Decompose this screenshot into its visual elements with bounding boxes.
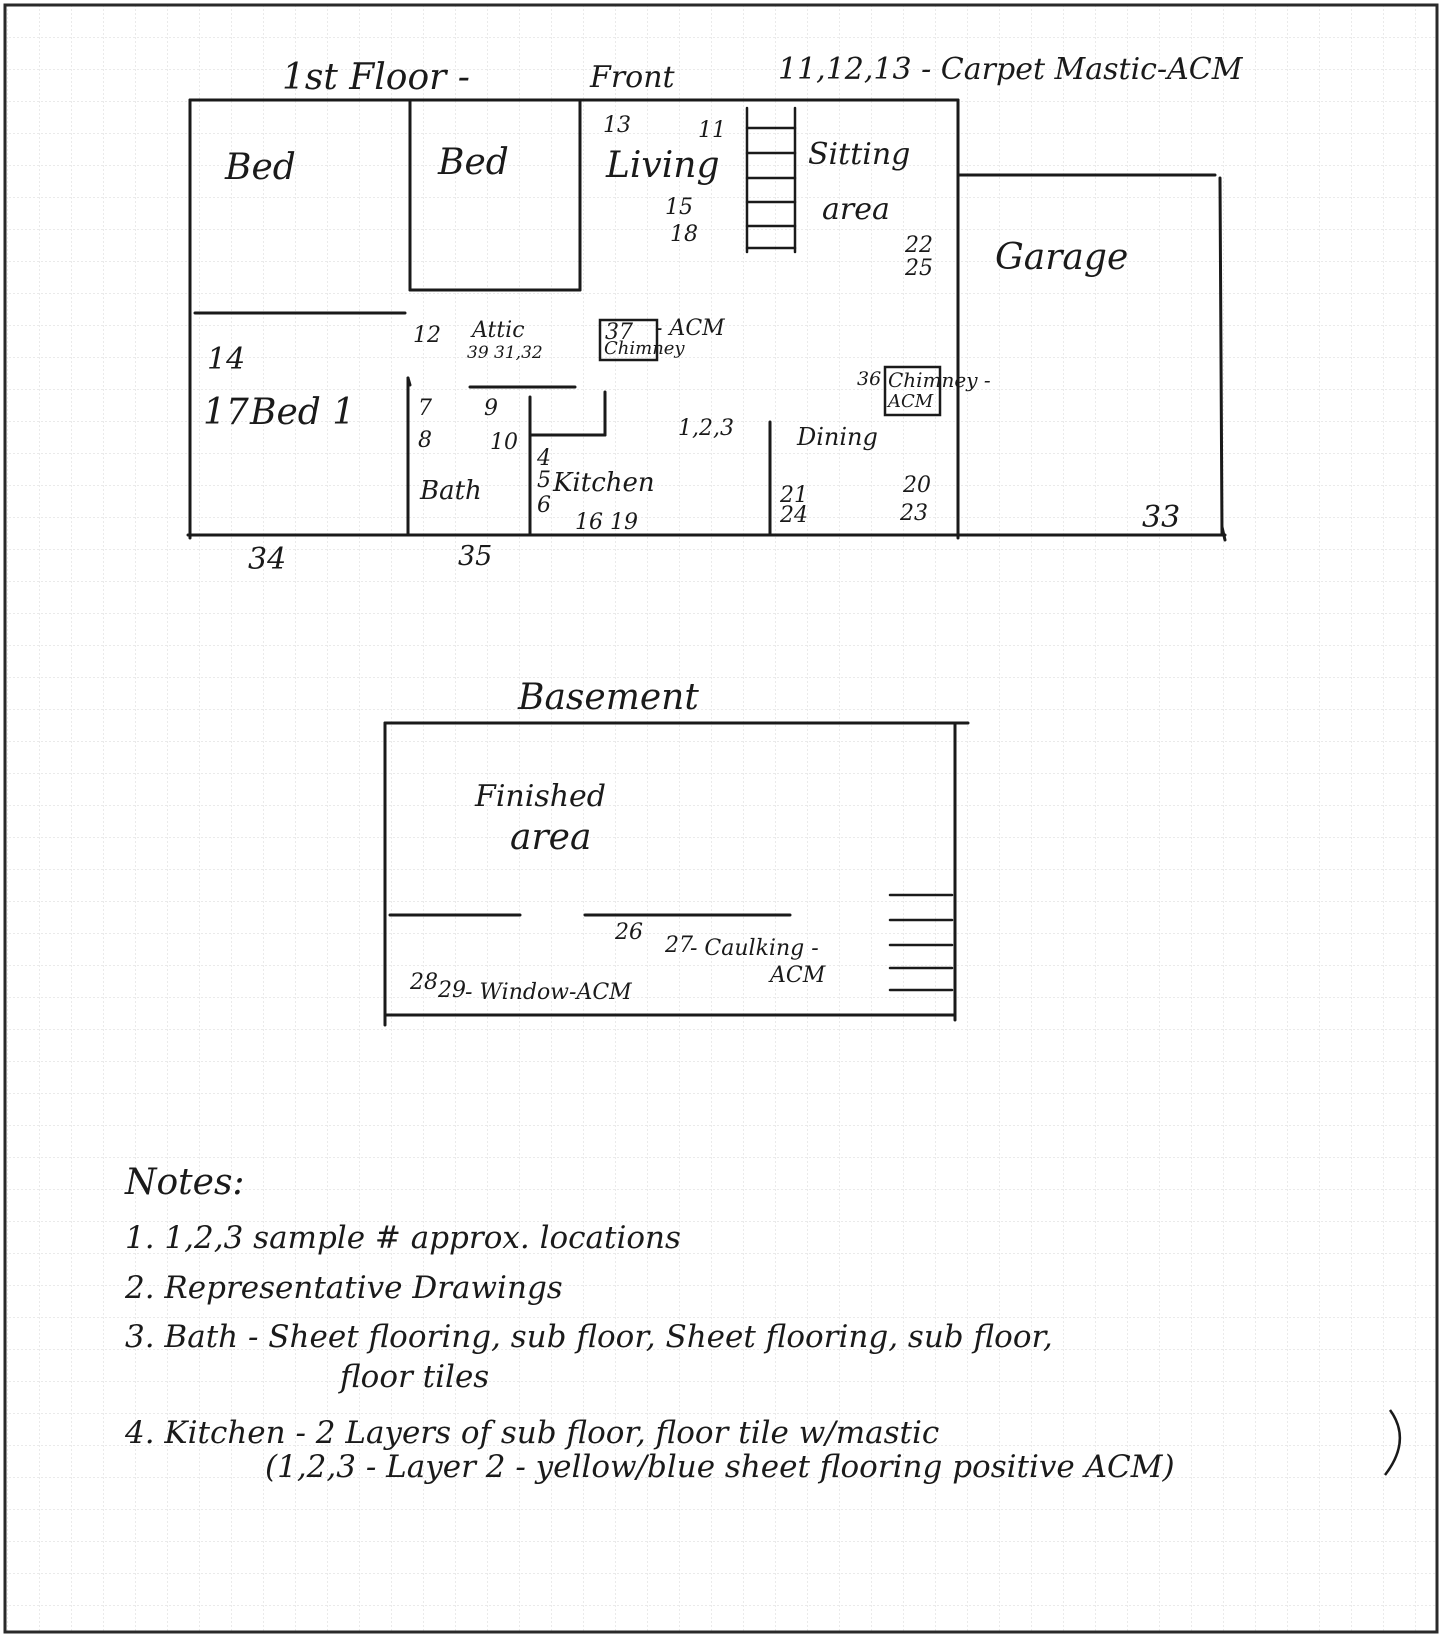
sample-9: 9	[484, 396, 498, 421]
sample-35: 35	[458, 541, 493, 572]
first-floor-title: 1st Floor -	[282, 57, 470, 98]
sample-37: 37	[605, 320, 633, 345]
sample-23: 23	[900, 501, 928, 526]
stairs-1st-floor	[745, 106, 797, 254]
carpet-mastic-note: 11,12,13 - Carpet Mastic-ACM	[778, 52, 1243, 87]
sample-11: 11	[698, 118, 726, 143]
caulking-label: - Caulking -	[690, 936, 819, 961]
sample-22: 22	[905, 233, 933, 258]
sample-20: 20	[903, 473, 931, 498]
sample-24: 24	[780, 503, 808, 528]
note-3: 3. Bath - Sheet flooring, sub floor, She…	[125, 1319, 1053, 1355]
sample-14: 14	[207, 342, 246, 377]
sample-21: 21	[780, 483, 808, 508]
room-attic: Attic	[472, 318, 525, 343]
sample-27: 27	[665, 933, 693, 958]
window-acm-label: - Window-ACM	[465, 980, 632, 1005]
room-bed-1: Bed	[225, 147, 296, 188]
sample-16-19: 16 19	[575, 510, 638, 535]
sample-34: 34	[248, 542, 287, 577]
chimney-boxes	[598, 318, 942, 417]
room-sitting-area: area	[822, 192, 890, 227]
chimney-36-acm: ACM	[888, 391, 934, 412]
page-border	[3, 3, 1439, 1634]
room-bed-2: Bed	[438, 142, 509, 183]
sample-4: 4	[537, 446, 551, 471]
finished-area-label-2: area	[510, 817, 592, 858]
sample-12: 12	[413, 323, 441, 348]
sample-7: 7	[418, 396, 432, 421]
note-2: 2. Representative Drawings	[125, 1270, 563, 1306]
sample-29: 29	[438, 978, 466, 1003]
room-garage: Garage	[995, 237, 1129, 278]
sample-36: 36	[857, 368, 882, 390]
sample-26: 26	[615, 920, 643, 945]
room-bath: Bath	[420, 476, 482, 506]
basement-title: Basement	[518, 677, 699, 718]
room-dining: Dining	[797, 423, 878, 451]
room-sitting: Sitting	[808, 137, 911, 172]
finished-area-label: Finished	[475, 779, 607, 814]
front-label: Front	[590, 60, 675, 95]
sample-15: 15	[665, 195, 693, 220]
attic-samples: 39 31,32	[467, 343, 543, 363]
caulking-acm: ACM	[770, 963, 826, 988]
note-4: 4. Kitchen - 2 Layers of sub floor, floo…	[125, 1415, 940, 1451]
sample-18: 18	[670, 222, 698, 247]
basement-walls	[383, 721, 970, 1027]
note-1: 1. 1,2,3 sample # approx. locations	[125, 1220, 681, 1256]
sample-25: 25	[905, 256, 933, 281]
sample-17: 17	[203, 392, 249, 433]
stairs-basement	[888, 893, 954, 992]
room-living: Living	[606, 145, 720, 186]
chimney-36-label: Chimney -	[888, 368, 991, 392]
room-kitchen: Kitchen	[553, 468, 655, 498]
room-bed1: Bed 1	[250, 392, 356, 433]
notes-heading: Notes:	[125, 1162, 245, 1203]
graph-paper-grid	[5, 5, 1437, 1632]
sample-33: 33	[1142, 500, 1181, 535]
first-floor-walls	[186, 98, 1227, 542]
note-4-continued: (1,2,3 - Layer 2 - yellow/blue sheet flo…	[265, 1449, 1175, 1485]
sample-6: 6	[537, 493, 551, 518]
notes-bracket	[1384, 1409, 1402, 1476]
chimney-37-label: Chimney	[604, 338, 685, 359]
sample-1-2-3: 1,2,3	[678, 416, 734, 441]
note-3-continued: floor tiles	[340, 1359, 490, 1395]
sample-28: 28	[410, 970, 438, 995]
sample-5: 5	[537, 468, 551, 493]
sample-8: 8	[418, 428, 432, 453]
sample-13: 13	[603, 113, 631, 138]
chimney-37-acm: - ACM	[655, 316, 725, 341]
sample-10: 10	[490, 430, 518, 455]
